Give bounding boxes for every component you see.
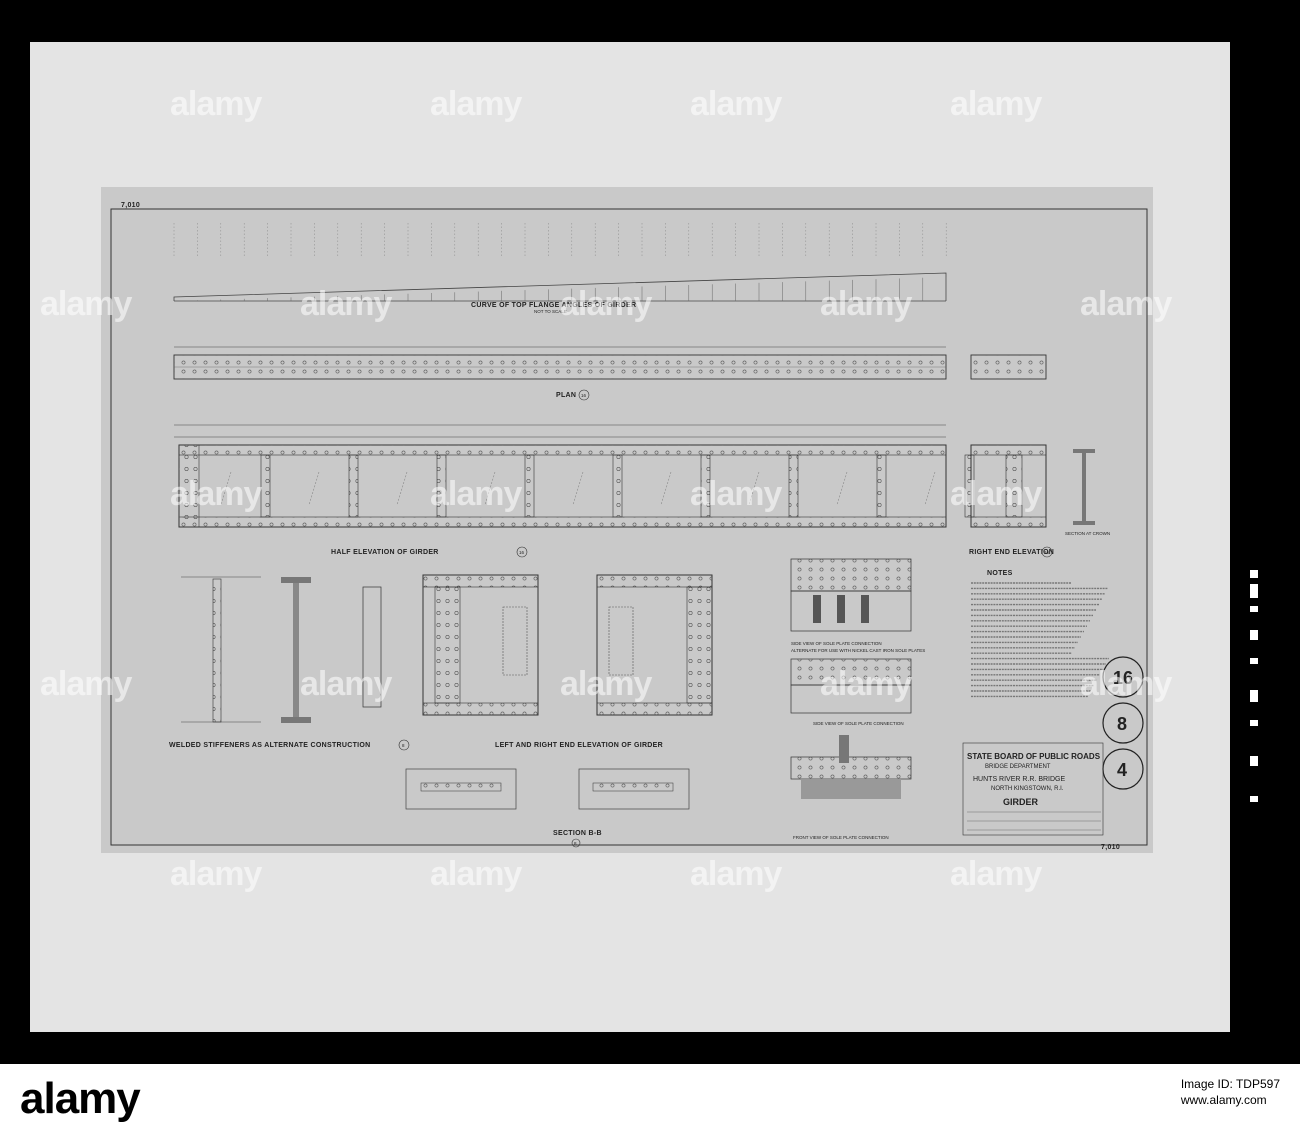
left-right-end-elevation: LEFT AND RIGHT END ELEVATION OF GIRDER bbox=[422, 574, 713, 749]
stiffener bbox=[700, 454, 711, 518]
drawing-number-bottom: 7,010 bbox=[1101, 844, 1120, 851]
stiffener bbox=[788, 454, 799, 518]
leader-line bbox=[572, 471, 584, 506]
stiffener bbox=[348, 454, 359, 518]
half-elevation-label: HALF ELEVATION OF GIRDER bbox=[331, 549, 439, 556]
plan-scale: 16 bbox=[581, 393, 587, 398]
curve-title: CURVE OF TOP FLANGE ANGLES OF GIRDER bbox=[471, 302, 636, 309]
title-department: BRIDGE DEPARTMENT bbox=[985, 764, 1051, 770]
stiffeners bbox=[220, 454, 975, 518]
notes-title: NOTES bbox=[987, 570, 1013, 577]
leader-line bbox=[924, 471, 936, 506]
site-url[interactable]: www.alamy.com bbox=[1180, 1093, 1267, 1107]
stiffener bbox=[876, 454, 887, 518]
title-sheet: GIRDER bbox=[1003, 797, 1039, 807]
notes-block: NOTES bbox=[971, 570, 1109, 698]
plan-label: PLAN bbox=[556, 392, 576, 399]
section-crown-label: SECTION AT CROWN bbox=[1065, 531, 1110, 536]
footer-info: Image ID: TDP597 www.alamy.com bbox=[1181, 1076, 1280, 1108]
camber-curve: CURVE OF TOP FLANGE ANGLES OF GIRDER NOT… bbox=[173, 223, 947, 314]
stiffener bbox=[524, 454, 535, 518]
leader-line bbox=[220, 471, 232, 506]
right-end-elevation: RIGHT END ELEVATION 16 SECTION AT CROWN bbox=[969, 444, 1110, 558]
half-elevation-view: HALF ELEVATION OF GIRDER 16 bbox=[174, 424, 975, 558]
section-bb-scale: 8 bbox=[574, 841, 577, 846]
leader-line bbox=[484, 471, 496, 506]
plan-view: PLAN 16 bbox=[173, 346, 1047, 401]
sheet-border bbox=[110, 208, 1148, 846]
drawing-sheet: 7,010 7,010 CURVE OF TOP FLANGE ANGLES O… bbox=[101, 187, 1153, 853]
stiffener bbox=[964, 454, 975, 518]
leader-line bbox=[396, 471, 408, 506]
camber-ordinates bbox=[173, 223, 947, 301]
stiffener bbox=[260, 454, 271, 518]
image-id: Image ID: TDP597 bbox=[1180, 1077, 1280, 1091]
scale-circles: 16 8 4 bbox=[1102, 656, 1144, 790]
title-bridge: HUNTS RIVER R.R. BRIDGE bbox=[973, 776, 1066, 783]
leader-line bbox=[308, 471, 320, 506]
alamy-logo[interactable]: alamy bbox=[20, 1074, 141, 1123]
stiffener bbox=[436, 454, 447, 518]
welded-stiffeners-detail: WELDED STIFFENERS AS ALTERNATE CONSTRUCT… bbox=[169, 576, 410, 751]
curve-subtitle: NOT TO SCALE bbox=[534, 309, 567, 314]
sole-plate-details: SIDE VIEW OF SOLE PLATE CONNECTION ALTER… bbox=[790, 558, 925, 840]
title-location: NORTH KINGSTOWN, R.I. bbox=[991, 786, 1064, 792]
half-elevation-scale: 16 bbox=[519, 550, 525, 555]
side-view-1-label: SIDE VIEW OF SOLE PLATE CONNECTION bbox=[791, 641, 882, 646]
welded-scale: 8 bbox=[402, 743, 405, 748]
scale-8-value: 8 bbox=[1117, 714, 1127, 734]
title-block: STATE BOARD OF PUBLIC ROADS BRIDGE DEPAR… bbox=[962, 742, 1104, 836]
left-right-label: LEFT AND RIGHT END ELEVATION OF GIRDER bbox=[495, 742, 663, 749]
stiffener bbox=[612, 454, 623, 518]
stock-footer: alamy Image ID: TDP597 www.alamy.com bbox=[0, 1064, 1300, 1136]
leader-line bbox=[660, 471, 672, 506]
scale-16-value: 16 bbox=[1113, 668, 1133, 688]
leader-line bbox=[836, 471, 848, 506]
drawing-number-top: 7,010 bbox=[121, 202, 140, 209]
side-view-1-note: ALTERNATE FOR USE WITH NICKEL CAST IRON … bbox=[791, 648, 925, 653]
title-agency: STATE BOARD OF PUBLIC ROADS bbox=[967, 752, 1101, 761]
section-bb-label: SECTION B-B bbox=[553, 830, 602, 837]
right-end-scale: 16 bbox=[1044, 550, 1050, 555]
side-view-2-label: SIDE VIEW OF SOLE PLATE CONNECTION bbox=[813, 721, 904, 726]
section-bb: SECTION B-B 8 bbox=[405, 768, 690, 848]
blueprint-drawing: 7,010 7,010 CURVE OF TOP FLANGE ANGLES O… bbox=[110, 202, 1148, 851]
welded-label: WELDED STIFFENERS AS ALTERNATE CONSTRUCT… bbox=[169, 742, 371, 749]
front-view-label: FRONT VIEW OF SOLE PLATE CONNECTION bbox=[793, 835, 889, 840]
scale-4-value: 4 bbox=[1117, 760, 1127, 780]
right-end-label: RIGHT END ELEVATION bbox=[969, 549, 1054, 556]
film-edge-code bbox=[1250, 570, 1258, 802]
leader-line bbox=[748, 471, 760, 506]
